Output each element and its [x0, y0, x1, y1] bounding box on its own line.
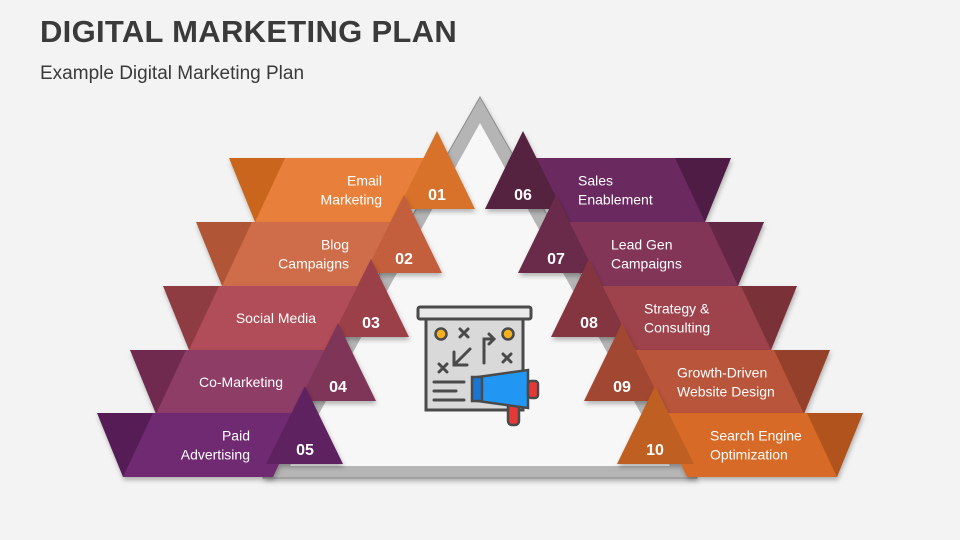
item-label: Advertising	[181, 447, 250, 463]
item-label: Website Design	[677, 384, 775, 400]
number-triangle	[266, 386, 343, 464]
item-label: Search Engine	[710, 428, 802, 444]
item-label: Optimization	[710, 447, 788, 463]
item-label: Enablement	[578, 192, 653, 208]
item-number: 05	[296, 442, 314, 459]
ribbon-front	[624, 350, 804, 414]
item-number: 08	[580, 315, 598, 332]
ribbon-front	[591, 286, 771, 350]
number-triangle	[617, 386, 694, 464]
item-number: 02	[395, 251, 413, 268]
item-number: 01	[428, 187, 446, 204]
item-label: Blog	[321, 237, 349, 253]
item-label: Marketing	[321, 192, 382, 208]
center-triangle-inner	[290, 123, 670, 466]
item-label: Email	[347, 173, 382, 189]
number-triangle	[584, 323, 661, 401]
ribbon-front	[123, 413, 303, 477]
ribbon-front	[525, 158, 705, 222]
number-triangle	[299, 323, 376, 401]
item-number: 07	[547, 251, 565, 268]
number-triangle	[518, 195, 595, 273]
item-number: 09	[613, 379, 631, 396]
item-label: Sales	[578, 173, 613, 189]
item-label: Co-Marketing	[199, 374, 283, 390]
ribbon-front	[156, 350, 336, 414]
item-label: Campaigns	[278, 256, 349, 272]
page-subtitle: Example Digital Marketing Plan	[40, 63, 305, 84]
right-item-08: 08 Strategy & Consulting	[551, 259, 797, 350]
item-label: Social Media	[236, 310, 316, 326]
ribbon-front	[657, 413, 837, 477]
number-triangle	[365, 195, 442, 273]
left-item-03: 03 Social Media	[163, 259, 409, 350]
number-triangle	[398, 131, 475, 209]
item-number: 10	[646, 442, 664, 459]
number-triangle	[332, 259, 409, 337]
ribbon-front	[558, 222, 738, 286]
item-number: 03	[362, 315, 380, 332]
left-item-04: 04 Co-Marketing	[130, 323, 376, 414]
ribbon-front	[255, 158, 435, 222]
item-label: Campaigns	[611, 256, 682, 272]
item-label: Consulting	[644, 320, 710, 336]
item-label: Paid	[222, 428, 250, 444]
number-triangle	[551, 259, 628, 337]
ribbon-front	[222, 222, 402, 286]
item-label: Strategy &	[644, 301, 710, 317]
ribbon-front	[189, 286, 369, 350]
strategy-board-megaphone-icon	[416, 305, 540, 427]
item-number: 06	[514, 187, 532, 204]
number-triangle	[485, 131, 562, 209]
item-number: 04	[329, 379, 347, 396]
item-label: Growth-Driven	[677, 365, 767, 381]
page-title: DIGITAL MARKETING PLAN	[40, 14, 458, 49]
item-label: Lead Gen	[611, 237, 673, 253]
